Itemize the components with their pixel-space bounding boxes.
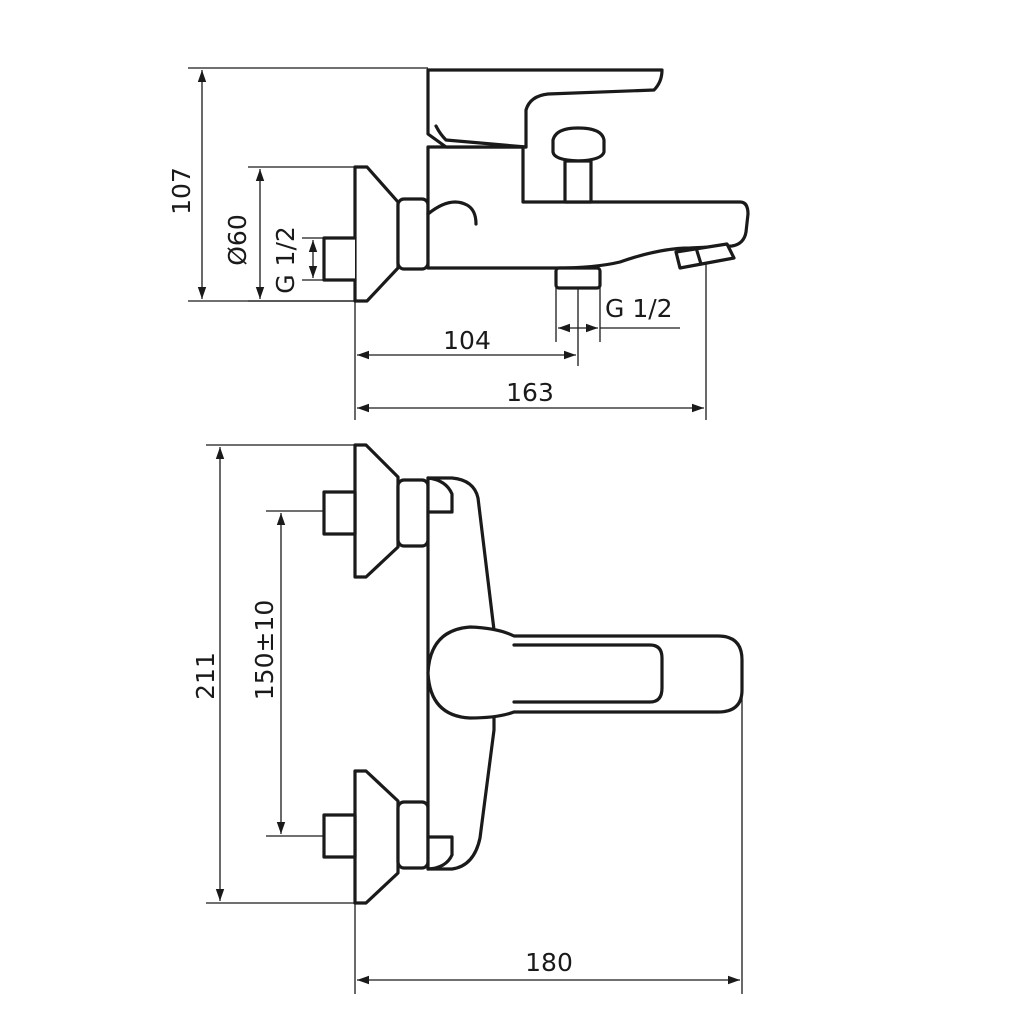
- dim-label-thread-wall: G 1/2: [271, 226, 300, 294]
- front-view: 211 150±10 180: [191, 443, 744, 994]
- dim-thread-outlet: G 1/2: [555, 288, 680, 342]
- front-lever: [426, 625, 744, 720]
- bottom-outlet: [554, 266, 602, 290]
- top-pipe: [322, 490, 357, 536]
- diverter-stem: [563, 159, 593, 204]
- bottom-pipe: [322, 813, 357, 859]
- dim-label-diameter-60: Ø60: [223, 214, 252, 266]
- spout-tip: [674, 242, 736, 270]
- wall-pipe: [322, 236, 357, 282]
- lever-handle: [426, 68, 664, 149]
- side-view: 107 Ø60 G 1/2 G 1/2 1: [167, 67, 750, 420]
- dim-thread-wall: G 1/2: [271, 226, 324, 294]
- connection-nut: [396, 197, 430, 271]
- wall-flange: [353, 165, 400, 303]
- dim-label-163: 163: [506, 378, 554, 407]
- dim-150: 150±10: [250, 510, 324, 837]
- body-curve: [426, 200, 478, 226]
- dim-104: 104: [354, 288, 579, 420]
- spout-tip-line: [695, 249, 703, 266]
- dim-label-211: 211: [191, 652, 220, 700]
- dim-label-107: 107: [167, 167, 196, 215]
- dim-label-150: 150±10: [250, 600, 279, 700]
- dim-163: 163: [357, 262, 707, 420]
- dim-label-thread-outlet: G 1/2: [605, 294, 673, 323]
- bottom-cap: [426, 835, 454, 871]
- dim-180: 180: [354, 690, 743, 994]
- bottom-flange: [353, 769, 400, 905]
- top-nut: [396, 478, 430, 548]
- bottom-nut: [396, 800, 430, 870]
- lever-base: [434, 124, 528, 149]
- top-flange: [353, 443, 400, 579]
- diverter-knob: [551, 126, 606, 163]
- dim-label-180: 180: [525, 948, 573, 977]
- front-lever-recess: [512, 643, 664, 704]
- dim-label-104: 104: [443, 326, 491, 355]
- dim-diameter-60: Ø60: [223, 166, 355, 302]
- dim-107: 107: [167, 67, 428, 302]
- top-cap: [426, 476, 454, 514]
- dim-211: 211: [191, 444, 355, 904]
